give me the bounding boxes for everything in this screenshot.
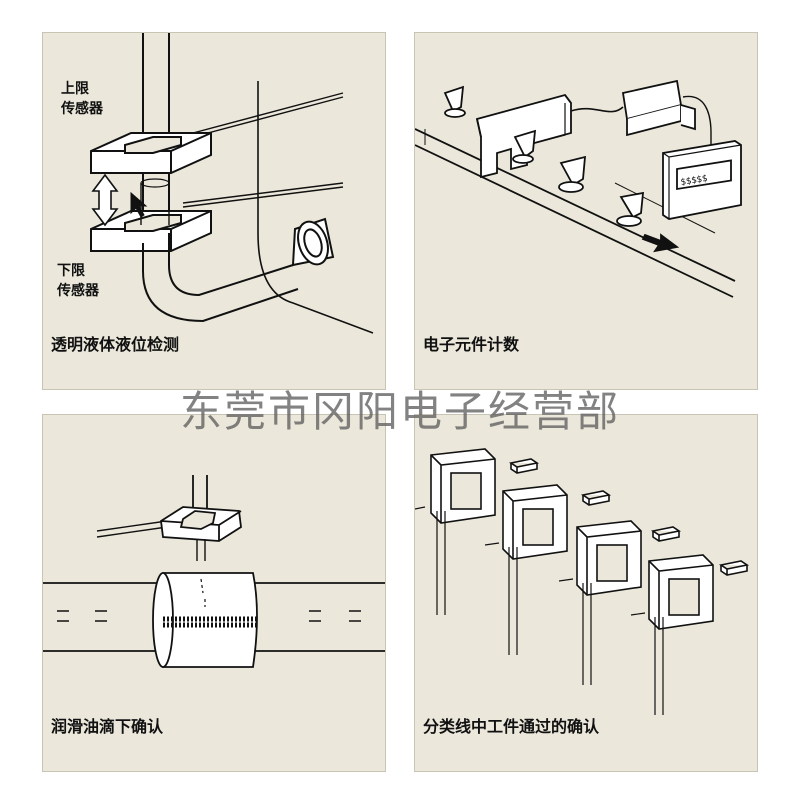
lower-label-line2: 传感器 (57, 283, 99, 299)
caption-component-counting: 电子元件计数 (423, 335, 520, 354)
lower-label-line1: 下限 (57, 263, 85, 279)
upper-label-line1: 上限 (61, 81, 89, 97)
panel-component-counting: $$$$$ 电子元件计数 (414, 32, 758, 390)
sorting-line-illustration (415, 448, 750, 715)
lower-sensor-label: 下限 传感器 (57, 261, 99, 301)
upper-label-line2: 传感器 (61, 101, 103, 117)
caption-liquid-level: 透明液体液位检测 (51, 335, 180, 354)
component-counting-illustration: $$$$$ (415, 79, 742, 298)
caption-sorting-line: 分类线中工件通过的确认 (423, 717, 600, 736)
panel-liquid-level: 上限 传感器 下限 传感器 透明液体液位检测 (42, 32, 386, 390)
counter-display: $$$$$ (680, 174, 708, 188)
panel-sorting-line: 分类线中工件通过的确认 (414, 414, 758, 772)
watermark: 东莞市冈阳电子经营部 (179, 387, 620, 436)
panel-oil-drip: 润滑油滴下确认 (42, 414, 386, 772)
upper-sensor-label: 上限 传感器 (61, 79, 103, 119)
oil-drip-illustration (43, 475, 385, 668)
liquid-level-illustration (90, 33, 374, 334)
caption-oil-drip: 润滑油滴下确认 (51, 717, 164, 736)
